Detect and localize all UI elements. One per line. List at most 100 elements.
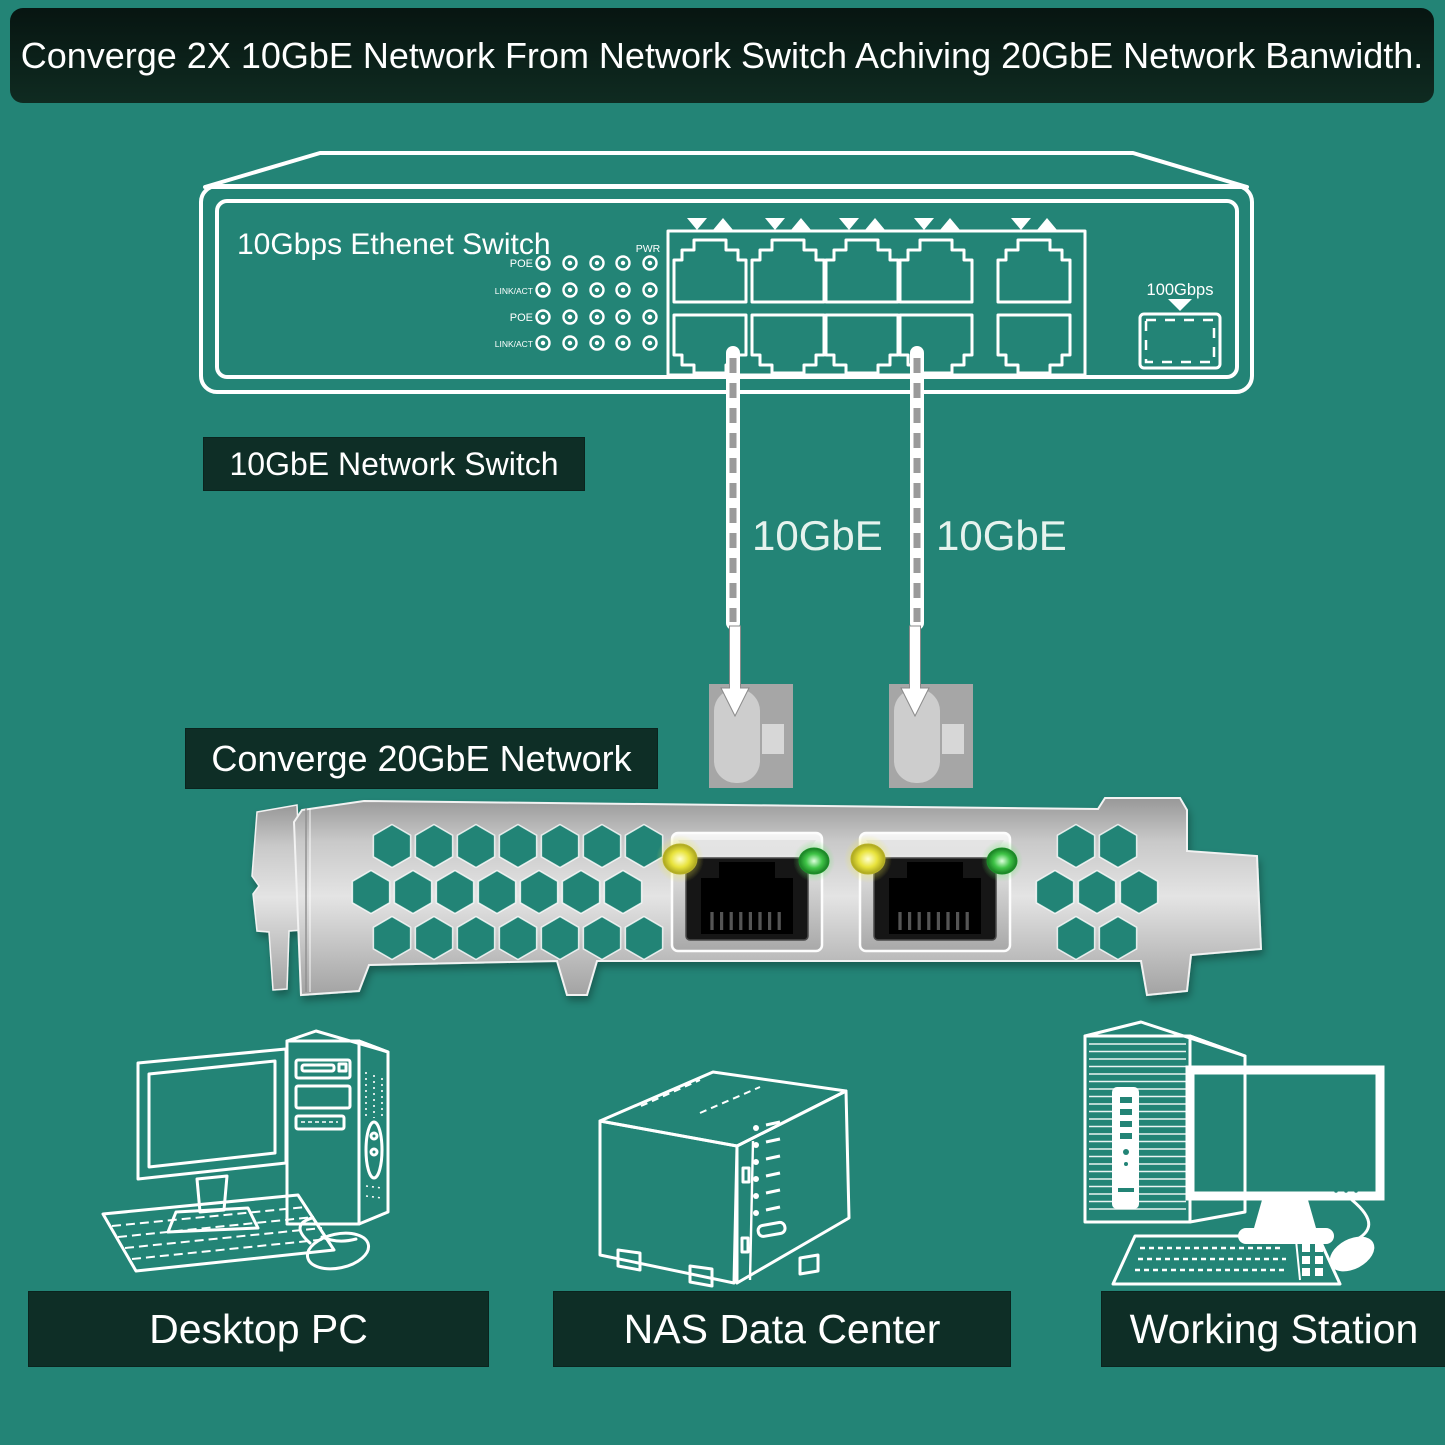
switch-port-icon (750, 238, 826, 304)
switch-led-dot (594, 260, 600, 266)
switch-led-icon (562, 255, 578, 271)
switch-port-icon (672, 238, 748, 304)
vent-hexagon-icon (372, 823, 412, 869)
nas-caption: NAS Data Center (553, 1291, 1011, 1367)
nas-led-column (753, 1120, 781, 1216)
rj45-plug-tab-icon (942, 724, 964, 754)
green-led-icon (986, 847, 1018, 875)
nas-led-dash (765, 1154, 781, 1161)
switch-led-icon (535, 282, 551, 298)
rj45-plug-icons (709, 625, 973, 788)
nic-rj45-ports (656, 831, 1023, 953)
nas-led-icon (753, 1159, 759, 1165)
vent-hexagon-icon (1056, 823, 1096, 869)
switch-led-dot (647, 260, 653, 266)
switch-led-icon (615, 309, 631, 325)
vent-hexagon-icon (435, 869, 475, 915)
vent-hexagon-icon (393, 869, 433, 915)
switch-port-icon (824, 238, 900, 304)
workstation-caption: Working Station (1101, 1291, 1445, 1367)
monitor-bezel (1185, 1065, 1385, 1201)
ethernet-cables (726, 346, 924, 630)
vent-hexagon-icon (456, 823, 496, 869)
key-icon (1315, 1268, 1323, 1276)
network-switch-drawing: 10Gbps Ethenet Switch POE LINK/ACT POE L… (199, 151, 1254, 394)
nas-led-icon (753, 1193, 759, 1199)
switch-led-icon (562, 335, 578, 351)
vent-hexagon-icon (624, 823, 664, 869)
switch-port-icon (824, 313, 900, 375)
nas-led-dash (765, 1137, 781, 1144)
switch-led-dot (620, 314, 626, 320)
led-row-label-poe-2: POE (510, 312, 533, 324)
switch-led-dot (647, 287, 653, 293)
vent-hexagon-icon (1056, 915, 1096, 961)
led-row-label-linkact-2: LINK/ACT (495, 339, 533, 349)
switch-led-icon (615, 282, 631, 298)
keyboard-numpad-keys (1302, 1244, 1323, 1276)
converge-caption: Converge 20GbE Network (185, 728, 658, 789)
vent-hexagon-icon (1098, 823, 1138, 869)
triangle-down-icon (687, 218, 707, 230)
vent-hexagon-icon (372, 915, 412, 961)
switch-led-icon (535, 255, 551, 271)
switch-led-dot (540, 314, 546, 320)
workstation-icon (1083, 1020, 1385, 1286)
switch-led-icon (589, 335, 605, 351)
switch-led-icon (642, 335, 658, 351)
switch-led-icon (642, 309, 658, 325)
switch-led-dot (620, 260, 626, 266)
key-icon (1302, 1256, 1310, 1264)
cable-speed-label-left: 10GbE (752, 512, 883, 559)
switch-led-icon (562, 309, 578, 325)
nas-led-dash (765, 1205, 781, 1212)
switch-led-icon (642, 282, 658, 298)
switch-led-dot (620, 340, 626, 346)
switch-led-dot (567, 314, 573, 320)
vent-hexagon-icon (624, 915, 664, 961)
switch-led-icon (615, 335, 631, 351)
yellow-led-icon (662, 843, 698, 875)
switch-top-face (203, 151, 1249, 189)
vent-hexagon-icon (414, 823, 454, 869)
vent-hexagon-icon (561, 869, 601, 915)
vent-hexagons-right (1035, 823, 1159, 961)
nas-led-dash (765, 1120, 781, 1127)
switch-led-dot (620, 287, 626, 293)
nas-icon (598, 1070, 851, 1288)
nas-led-icon (753, 1176, 759, 1182)
rj45-plug-icon (714, 689, 760, 783)
vent-hexagon-icon (498, 823, 538, 869)
vent-hexagon-icon (582, 823, 622, 869)
nic-bracket (251, 797, 1263, 997)
switch-led-dot (567, 287, 573, 293)
key-icon (1315, 1244, 1323, 1252)
switch-led-icon (589, 309, 605, 325)
nic-port-shelf (678, 840, 816, 855)
vent-hexagon-icon (1035, 869, 1075, 915)
switch-led-icon (589, 255, 605, 271)
switch-led-icon (589, 282, 605, 298)
nas-led-dash (765, 1171, 781, 1178)
switch-port-icon (898, 238, 974, 304)
switch-led-dot (594, 340, 600, 346)
vent-hexagon-icon (582, 915, 622, 961)
pwr-led-label: PWR (636, 243, 661, 255)
cable-speed-label-right: 10GbE (936, 512, 1067, 559)
nic-port-shelf (866, 840, 1004, 855)
vent-hexagon-icon (414, 915, 454, 961)
triangle-down-icon (914, 218, 934, 230)
vent-hexagons-left (351, 823, 664, 961)
mouse-icon (298, 1216, 371, 1271)
switch-caption: 10GbE Network Switch (203, 437, 585, 491)
key-icon (1302, 1244, 1310, 1252)
led-row-label-poe-1: POE (510, 258, 533, 270)
uplink-speed-label: 100Gbps (1147, 281, 1214, 299)
vent-hexagon-icon (456, 915, 496, 961)
vent-hexagon-icon (1077, 869, 1117, 915)
switch-led-dot (567, 260, 573, 266)
switch-port-icon (996, 238, 1072, 304)
nas-led-icon (753, 1210, 759, 1216)
switch-port-icon (750, 313, 826, 375)
switch-model-text: 10Gbps Ethenet Switch (237, 228, 551, 261)
